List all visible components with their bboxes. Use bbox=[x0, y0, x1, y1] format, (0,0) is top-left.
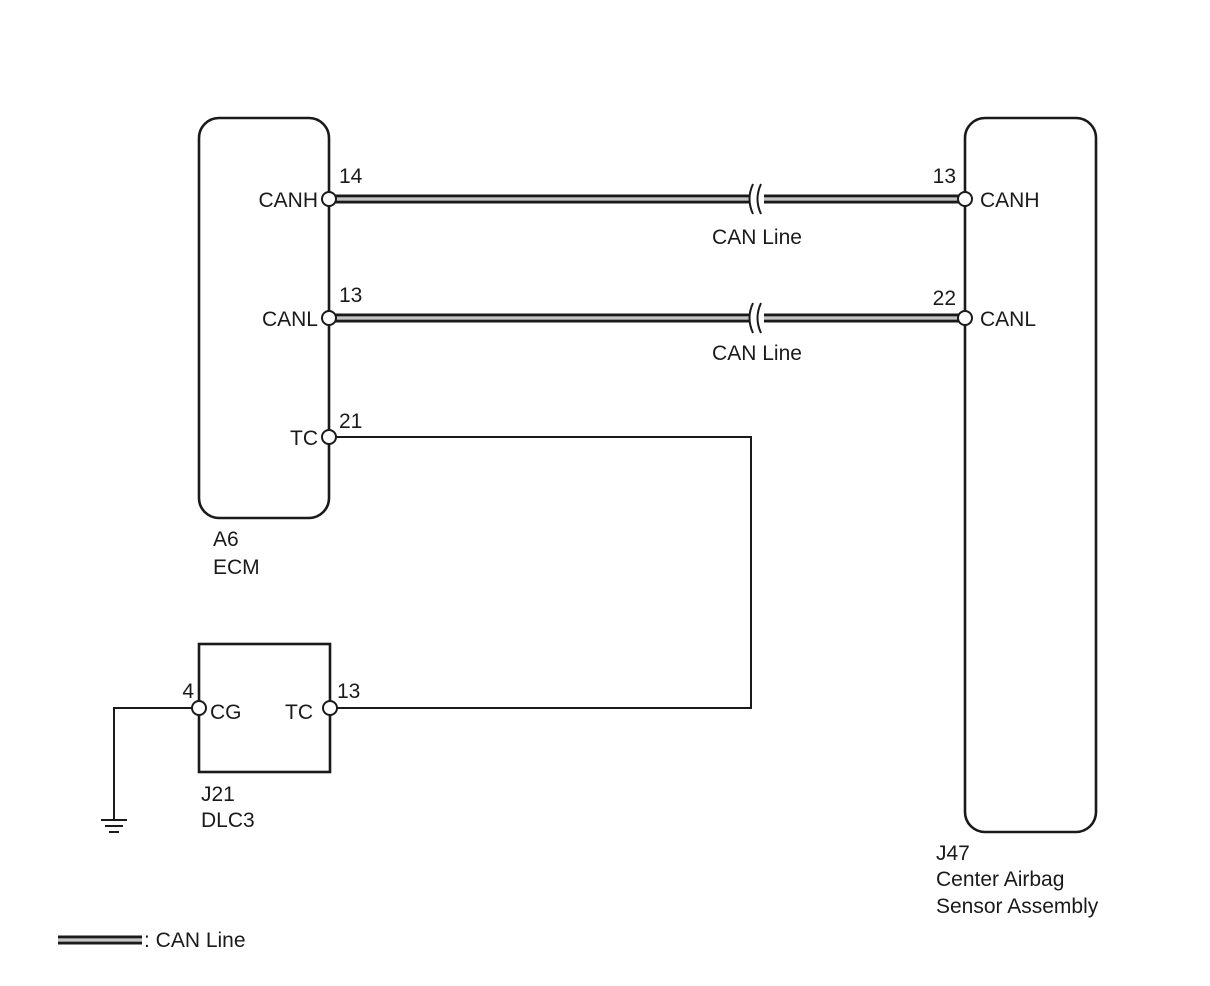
dlc3-tc-pin-label: TC bbox=[285, 701, 313, 724]
legend-can-line-label: : CAN Line bbox=[144, 929, 246, 952]
dlc3-cg-pin-number: 4 bbox=[182, 680, 194, 703]
canh-line-break-mark bbox=[748, 183, 762, 215]
ecm-canh-pin bbox=[321, 191, 337, 207]
ecm-tc-pin bbox=[321, 429, 337, 445]
airbag-canh-pin bbox=[957, 191, 973, 207]
airbag-canl-pin-number: 22 bbox=[933, 287, 956, 310]
ecm-canl-pin bbox=[321, 310, 337, 326]
can-line-canh bbox=[329, 183, 965, 215]
can-line-lower-label: CAN Line bbox=[712, 342, 802, 365]
dlc3-name: DLC3 bbox=[201, 809, 255, 832]
airbag-name-line2: Sensor Assembly bbox=[936, 895, 1099, 918]
can-line-canl bbox=[329, 302, 965, 334]
dlc3-cg-pin-label: CG bbox=[210, 701, 242, 724]
cg-ground-wire bbox=[113, 707, 199, 820]
ecm-canh-pin-number: 14 bbox=[339, 165, 363, 188]
dlc3-box bbox=[197, 642, 332, 774]
dlc3-tc-pin bbox=[322, 700, 338, 716]
ecm-tc-pin-label: TC bbox=[290, 427, 318, 450]
airbag-canh-pin-label: CANH bbox=[980, 189, 1040, 212]
ecm-canl-pin-number: 13 bbox=[339, 284, 362, 307]
can-line-upper-label: CAN Line bbox=[712, 226, 802, 249]
airbag-canl-pin bbox=[957, 310, 973, 326]
dlc3-cg-pin bbox=[191, 700, 207, 716]
ecm-canh-pin-label: CANH bbox=[258, 189, 318, 212]
airbag-sensor-box bbox=[963, 116, 1098, 834]
ecm-tc-pin-number: 21 bbox=[339, 410, 362, 433]
ecm-canl-pin-label: CANL bbox=[262, 308, 318, 331]
airbag-name-line1: Center Airbag bbox=[936, 868, 1064, 891]
ground-icon bbox=[101, 819, 127, 833]
airbag-canh-pin-number: 13 bbox=[933, 165, 956, 188]
tc-wire bbox=[329, 436, 752, 709]
canl-line-break-mark bbox=[748, 302, 762, 334]
airbag-code: J47 bbox=[936, 842, 970, 865]
dlc3-tc-pin-number: 13 bbox=[337, 680, 360, 703]
ecm-name: ECM bbox=[213, 556, 260, 579]
dlc3-code: J21 bbox=[201, 783, 235, 806]
airbag-canl-pin-label: CANL bbox=[980, 308, 1036, 331]
ecm-code: A6 bbox=[213, 528, 239, 551]
